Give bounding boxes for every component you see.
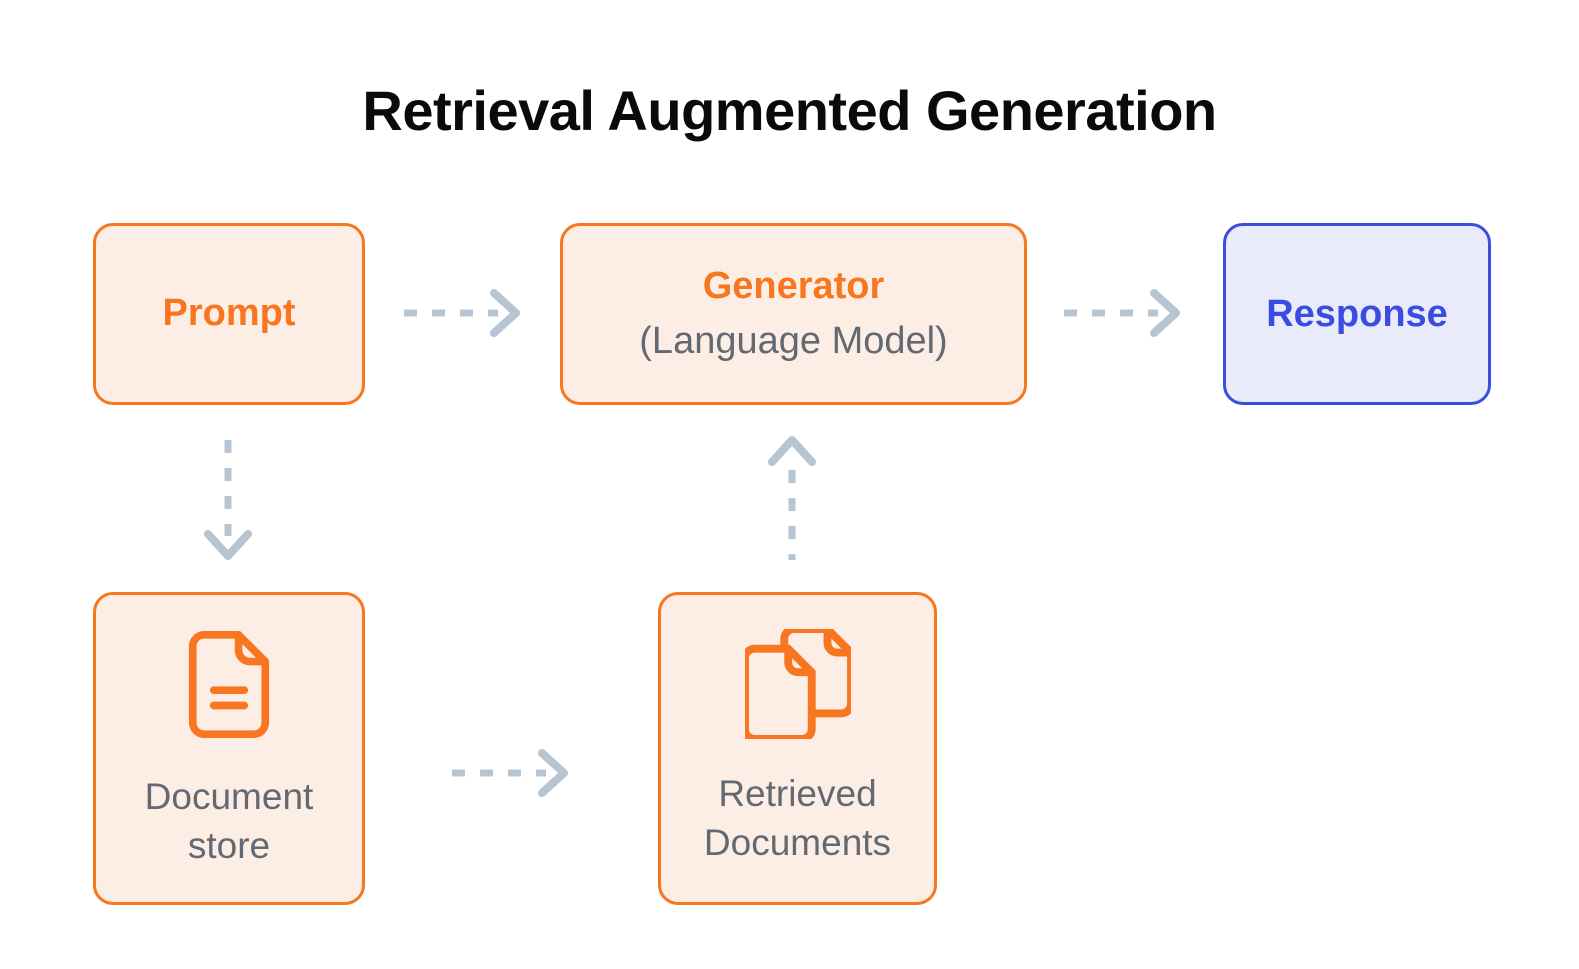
arrow-generator-to-response [1064,289,1180,337]
documents-icon [740,625,855,744]
arrow-prompt-to-document-store [204,440,252,560]
arrow-prompt-to-generator [404,289,520,337]
document-icon [187,631,271,743]
node-retrieved-documents: Retrieved Documents [658,592,937,905]
node-document-store: Document store [93,592,365,905]
retrieved-documents-label: Retrieved Documents [703,773,892,863]
arrow-document-store-to-retrieved-documents [452,749,568,797]
page-title: Retrieval Augmented Generation [362,79,1217,142]
document-store-label: Document store [144,776,314,866]
generator-subtitle: (Language Model) [639,320,948,362]
node-response: Response [1223,223,1491,405]
node-prompt: Prompt [93,223,365,405]
arrow-retrieved-documents-to-generator [768,436,816,560]
response-label: Response [1266,292,1448,335]
node-generator: Generator (Language Model) [560,223,1027,405]
generator-title: Generator [702,264,885,307]
prompt-label: Prompt [162,292,296,335]
